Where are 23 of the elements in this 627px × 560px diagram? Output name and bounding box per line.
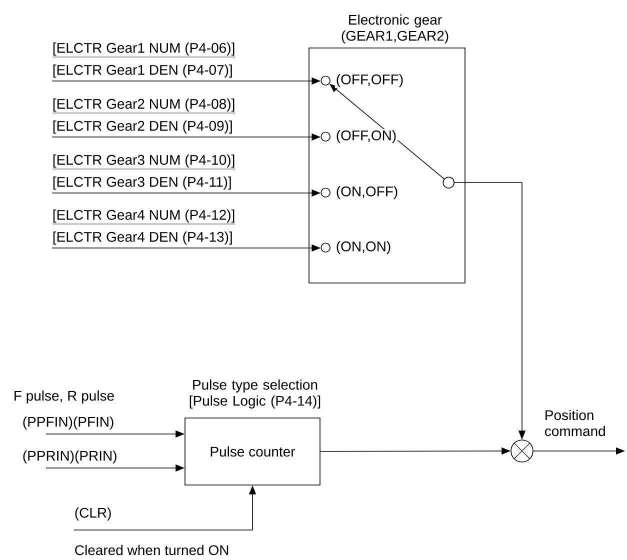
contact-label: (ON,ON)	[334, 240, 392, 256]
box-caption: Pulse type selection [Pulse Logic (P4-14)]	[190, 379, 320, 409]
parameter-label: [ELCTR Gear4 NUM (P4-12)] [ELCTR Gear4 DEN (P4-13)]	[52, 210, 236, 245]
switch-contact	[320, 76, 330, 86]
contact-label: (OFF,OFF)	[334, 73, 405, 88]
edge-label: (PPFIN)(PFIN)	[23, 416, 114, 430]
node-label: Electronic gear (GEAR1,GEAR2)	[342, 14, 448, 44]
edge-label: (CLR)	[75, 507, 111, 521]
contact-label: (ON,OFF)	[334, 185, 400, 200]
parameter-label: [ELCTR Gear1 NUM (P4-06)] [ELCTR Gear1 DEN (P4-07)]	[52, 42, 236, 78]
parameter-label: [ELCTR Gear2 NUM (P4-08)] [ELCTR Gear2 DEN (P4-09)]	[52, 98, 236, 134]
switch-contact	[442, 176, 454, 188]
parameter-label: [ELCTR Gear3 NUM (P4-10)] [ELCTR Gear3 DEN (P4-11)]	[52, 154, 236, 190]
note-text: F pulse, R pulse	[14, 390, 114, 404]
switch-contact	[320, 242, 330, 252]
edge-label: Position command	[545, 410, 605, 436]
switch-contact	[320, 188, 330, 198]
switch-contact	[320, 132, 330, 142]
summing-junction	[510, 440, 534, 462]
process-box: Pulse counter	[184, 418, 320, 486]
contact-label: (OFF,ON)	[334, 129, 398, 144]
edge-label: (PPRIN)(PRIN)	[23, 450, 116, 464]
note-text: Cleared when turned ON	[75, 544, 228, 556]
